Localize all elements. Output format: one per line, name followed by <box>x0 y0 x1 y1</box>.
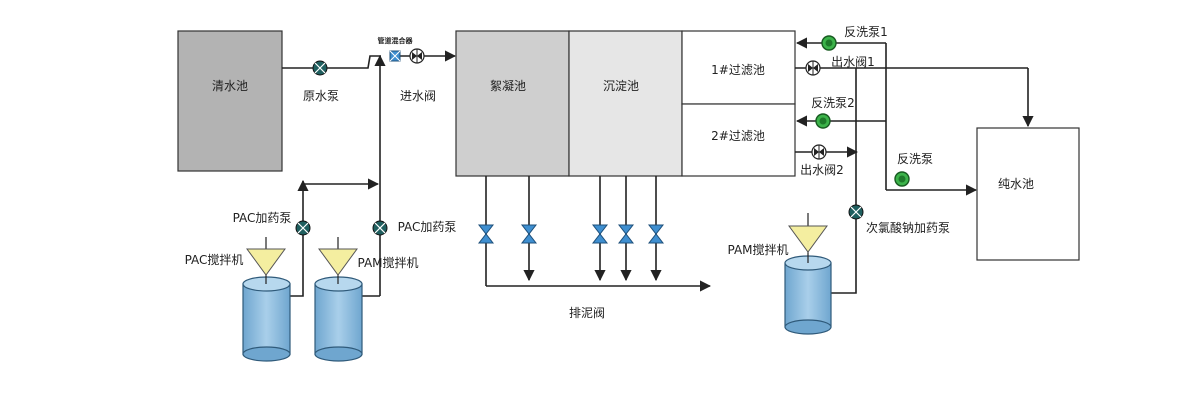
pam-mixer-right-label: PAM搅拌机 <box>727 242 788 257</box>
pac-pump-right-label: PAC加药泵 <box>398 220 457 234</box>
pipe-mixer-label: 管道混合器 <box>378 36 414 45</box>
pam-mixer-left-label: PAM搅拌机 <box>357 255 418 270</box>
outlet2-label: 出水阀2 <box>800 163 844 177</box>
pac-pump-left-label: PAC加药泵 <box>233 211 292 225</box>
pam-mixer-right-funnel-icon <box>788 225 828 253</box>
settle-tank <box>568 30 683 177</box>
hypo-dosing-pipe <box>831 68 857 294</box>
inlet-valve-label: 进水阀 <box>400 89 436 103</box>
pam-mixer-tank-right <box>784 213 832 335</box>
sludge-valve-4-icon <box>617 224 635 244</box>
sludge-valve-5-icon <box>647 224 665 244</box>
pac-mixer-tank <box>242 237 291 362</box>
sludge-valve-2-icon <box>520 224 538 244</box>
sludge-valve-3-icon <box>591 224 609 244</box>
clear-tank-label: 清水池 <box>212 79 248 93</box>
clear-tank <box>177 30 283 172</box>
sludge-valve-label: 排泥阀 <box>569 306 605 320</box>
backwash-label: 反洗泵 <box>897 152 933 166</box>
pac-mixer-funnel-icon <box>246 248 286 276</box>
pac-dosing-pipe <box>290 184 304 297</box>
floc-tank-label: 絮凝池 <box>490 78 526 93</box>
raw-pump-label: 原水泵 <box>303 89 339 103</box>
pam-mixer-left-funnel-icon <box>318 248 358 276</box>
floc-tank <box>455 30 570 177</box>
pure-tank <box>976 127 1080 261</box>
backwash1-label: 反洗泵1 <box>844 25 888 39</box>
outlet1-label: 出水阀1 <box>831 55 875 69</box>
pac-mixer-label: PAC搅拌机 <box>185 252 244 267</box>
backwash2-label: 反洗泵2 <box>811 96 855 110</box>
filter2-tank <box>681 103 796 177</box>
raw-water-pipe <box>282 55 381 69</box>
sludge-valve-1-icon <box>477 224 495 244</box>
pure-tank-label: 纯水池 <box>998 177 1034 191</box>
filter2-label: 2#过滤池 <box>711 129 765 143</box>
hypo-pump-label: 次氯酸钠加药泵 <box>866 220 950 235</box>
pam-mixer-tank-left <box>314 237 363 362</box>
filter1-tank <box>681 30 796 105</box>
filter1-label: 1#过滤池 <box>711 63 765 77</box>
settle-tank-label: 沉淀池 <box>603 79 639 93</box>
